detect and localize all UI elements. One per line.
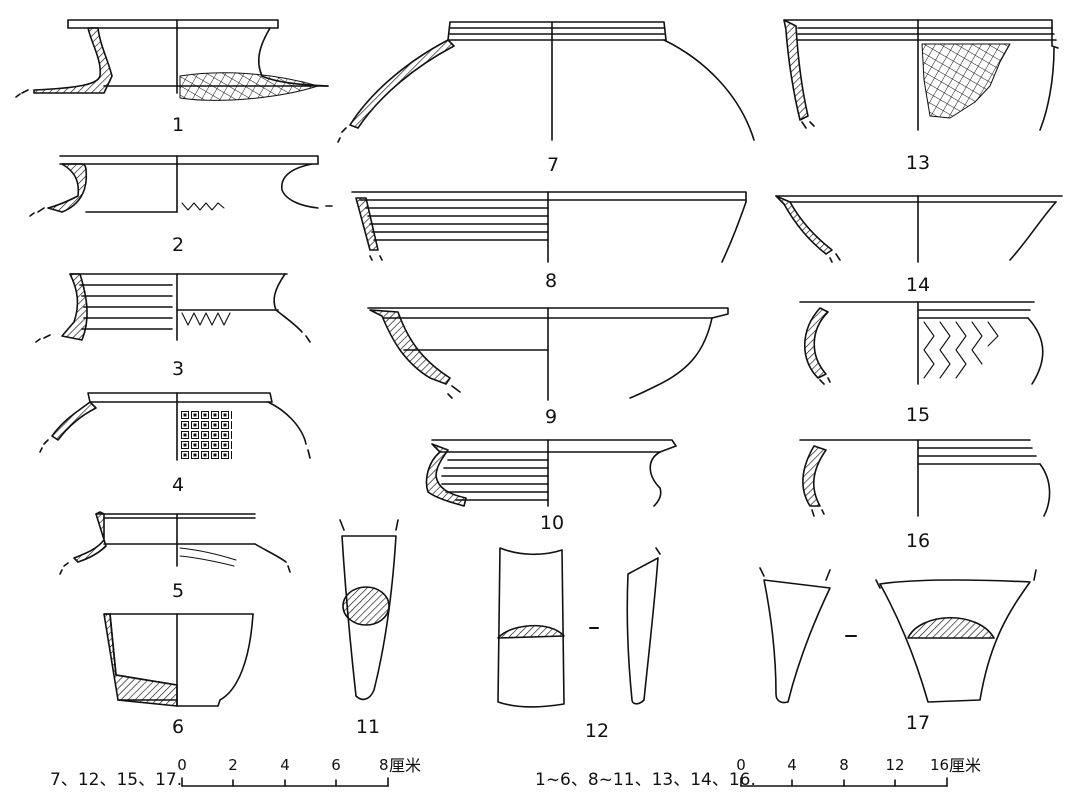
scale-large-tick: 12	[885, 756, 905, 774]
figure-label-10: 10	[539, 512, 565, 534]
figure-label-12: 12	[584, 720, 610, 742]
vessel-17-drawing	[760, 568, 1036, 703]
scale-small-tick: 6	[331, 756, 341, 774]
vessel-12-drawing	[498, 548, 660, 707]
figure-label-7: 7	[546, 154, 560, 176]
scale-large-unit: 厘米	[949, 756, 982, 775]
vessel-9-drawing	[368, 308, 728, 400]
vessel-16-drawing	[800, 440, 1050, 516]
scale-caption-large: 1~6、8~11、13、14、16.	[535, 770, 756, 790]
scale-small-tick: 4	[280, 756, 290, 774]
vessel-5-drawing	[60, 512, 290, 574]
scale-caption-small: 7、12、15、17.	[50, 770, 183, 790]
figure-label-2: 2	[171, 234, 185, 256]
scale-bar-small	[182, 778, 388, 786]
vessel-8-drawing	[352, 192, 746, 262]
vessel-4-drawing	[40, 393, 310, 460]
figure-label-4: 4	[171, 474, 185, 496]
figure-label-1: 1	[171, 114, 185, 136]
vessel-11-drawing	[340, 520, 398, 699]
vessel-14-drawing	[776, 196, 1062, 262]
scale-large-tick: 16	[930, 756, 950, 774]
vessel-3-drawing	[36, 274, 310, 342]
scale-large-tick: 0	[736, 756, 746, 774]
scale-small-unit: 厘米	[389, 756, 422, 775]
vessel-7-drawing	[338, 22, 754, 142]
figure-label-3: 3	[171, 358, 185, 380]
vessel-15-drawing	[800, 302, 1043, 384]
vessel-13-drawing	[784, 20, 1058, 130]
scale-large-tick: 4	[787, 756, 797, 774]
scale-small-tick: 0	[177, 756, 187, 774]
figure-label-11: 11	[355, 716, 381, 738]
vessel-6-drawing	[104, 614, 253, 706]
figure-label-14: 14	[905, 274, 931, 296]
figure-label-17: 17	[905, 712, 931, 734]
scale-large-tick: 8	[839, 756, 849, 774]
figure-label-5: 5	[171, 580, 185, 602]
figure-label-15: 15	[905, 404, 931, 426]
figure-label-13: 13	[905, 152, 931, 174]
vessel-1-drawing	[16, 20, 328, 100]
scale-small-tick: 2	[228, 756, 238, 774]
scale-small-tick: 8	[379, 756, 389, 774]
figure-label-8: 8	[544, 270, 558, 292]
figure-label-6: 6	[171, 716, 185, 738]
scale-bar-large	[741, 778, 947, 786]
vessel-2-drawing	[30, 156, 332, 216]
figure-label-16: 16	[905, 530, 931, 552]
vessel-10-drawing	[427, 440, 677, 506]
figure-label-9: 9	[544, 406, 558, 428]
